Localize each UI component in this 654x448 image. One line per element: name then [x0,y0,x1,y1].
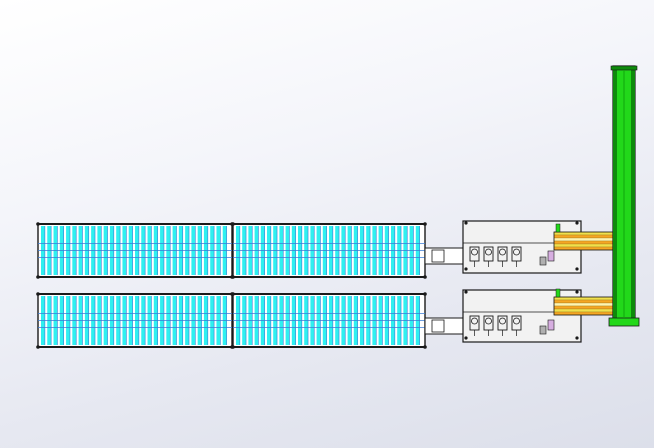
post [231,292,235,296]
fastener [575,290,579,294]
actuator-head [499,317,506,325]
fastener [575,336,579,340]
post [36,292,40,296]
sensor-block [539,325,547,335]
post [36,222,40,226]
post [423,292,427,296]
actuator-head [471,317,478,325]
fastener [464,267,468,271]
fastener [575,267,579,271]
post [423,275,427,279]
actuator-head [485,248,492,256]
lower-line [36,288,625,349]
sensor-block [547,250,555,262]
pusher [555,288,561,298]
tower-rail [631,66,635,324]
tower-base [608,317,640,327]
vertical-conveyor-tower [608,65,640,327]
fastener [464,336,468,340]
actuator-head [485,317,492,325]
transfer-flange [431,249,445,263]
tower-cap [610,65,638,71]
fastener [464,290,468,294]
conveyor-segment [36,292,234,349]
upper-line [36,220,625,279]
sensor-block [539,256,547,266]
post [36,275,40,279]
fastener [464,221,468,225]
transfer-flange [431,319,445,333]
sensor-block [547,319,555,331]
tower-rail [613,66,617,324]
production-lines [36,220,625,349]
processing-station [462,289,582,343]
post [231,222,235,226]
actuator-head [513,317,520,325]
actuator-head [499,248,506,256]
conveyor-segment [231,222,427,279]
actuator-head [471,248,478,256]
conveyor-segment [231,292,427,349]
post [423,345,427,349]
post [423,222,427,226]
post [231,345,235,349]
actuator-head [513,248,520,256]
post [231,275,235,279]
fastener [575,221,579,225]
conveyor-segment [36,222,234,279]
post [36,345,40,349]
pusher [555,223,561,233]
